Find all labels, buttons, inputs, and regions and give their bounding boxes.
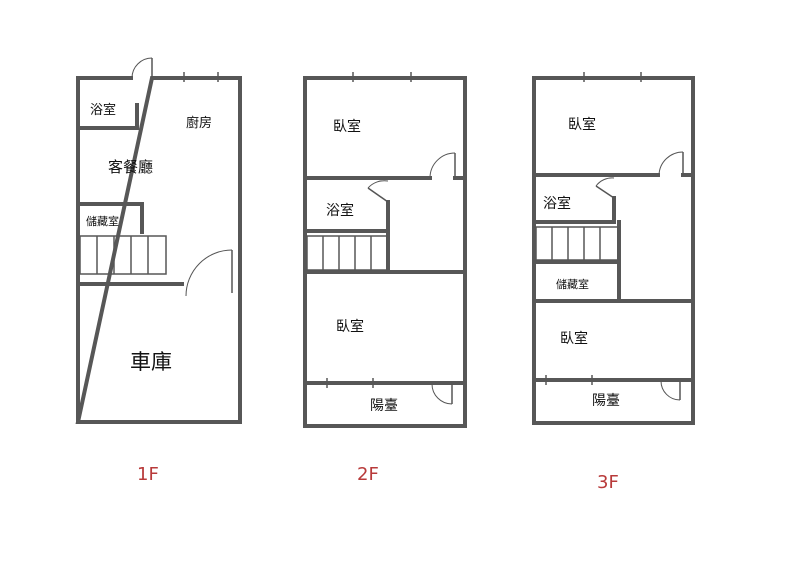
floor-3f-bath-wall: [532, 196, 616, 224]
floor-2f-title: 2F: [357, 464, 379, 485]
floor-2f-plan: 臥室 浴室 臥室 陽臺 2F: [303, 72, 467, 485]
floor-1f-bath-door: [131, 57, 153, 79]
floor-1f-living-dining-label: 客餐廳: [108, 158, 153, 176]
floor-3f-stairs: [535, 226, 619, 261]
floor-3f-balcony-window: [545, 375, 593, 385]
floor-2f-bedroom-front-label: 臥室: [333, 118, 361, 135]
floor-3f-bedroom-rear-label: 臥室: [560, 330, 588, 347]
floor-1f-garage-door: [185, 249, 233, 297]
floor-1f-stairs: [79, 235, 167, 275]
floor-1f-window: [183, 72, 219, 82]
floor-3f-title: 3F: [597, 472, 619, 493]
floor-3f-top-window: [583, 72, 642, 82]
floor-1f-title: 1F: [137, 464, 159, 485]
floor-2f-balcony-door: [431, 383, 453, 405]
floor-3f-plan: 臥室 浴室 儲藏室 臥室 陽臺 3F: [532, 72, 695, 493]
floor-2f-bedroom-rear-label: 臥室: [336, 318, 364, 335]
floor-1f-bath-wall: [76, 103, 139, 130]
floor-1f-storage-wall: [76, 202, 144, 234]
floor-2f-bedroom-door: [429, 152, 456, 179]
floor-2f-stair-wall: [303, 229, 390, 274]
floor-3f-outer-wall: [532, 76, 695, 425]
floor-2f-bath-label: 浴室: [326, 202, 354, 219]
floor-3f-storage-label: 儲藏室: [556, 277, 589, 291]
floor-2f-outer-wall: [303, 76, 467, 428]
floor-2f-balcony-label: 陽臺: [370, 398, 398, 414]
floor-3f-bedroom-door: [658, 151, 684, 176]
floor-2f-bath-door: [367, 180, 389, 203]
floor-1f-storage-label: 儲藏室: [86, 214, 119, 228]
floor-3f-balcony-door: [660, 380, 681, 401]
floor-1f-garage-label: 車庫: [130, 350, 172, 374]
floor-2f-balcony-window: [326, 378, 374, 388]
floor-3f-bath-label: 浴室: [543, 195, 571, 212]
floor-3f-bedroom-front-label: 臥室: [568, 116, 596, 133]
floor-3f-bath-door: [595, 177, 615, 199]
floor-1f-kitchen-label: 廚房: [186, 115, 212, 131]
floor-3f-balcony-label: 陽臺: [592, 393, 620, 409]
floor-2f-stairs: [306, 235, 388, 271]
floor-1f-bath-label: 浴室: [90, 102, 116, 118]
floor-2f-top-window: [352, 72, 412, 82]
floor-1f-plan: 浴室 廚房 客餐廳 儲藏室 車庫 1F: [75, 57, 242, 485]
